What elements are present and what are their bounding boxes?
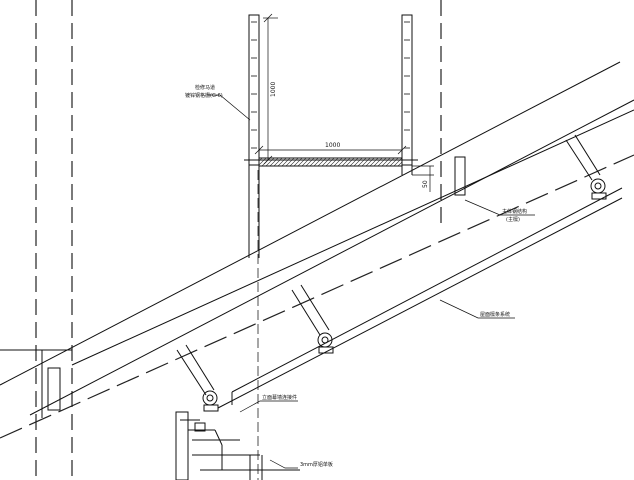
purlin-channel <box>217 187 623 409</box>
leader-lines <box>208 94 535 469</box>
offset-dimension <box>412 165 434 192</box>
grating-deck <box>258 157 403 167</box>
main-structure-label-line2: (主檩) <box>506 216 520 223</box>
purlin-bracket-3 <box>565 134 607 200</box>
curtain-wall-connector-label: 立面幕墙连接件 <box>262 394 297 401</box>
bottom-panel-label: 3mm厚铝单板 <box>300 461 333 468</box>
height-dimension-label: 1000 <box>270 82 277 97</box>
width-dimension-label: 1000 <box>325 142 340 149</box>
offset-dimension-label: 50 <box>422 180 429 188</box>
catwalk-frame <box>244 14 418 258</box>
right-column <box>454 156 466 196</box>
roof-outline <box>0 61 634 416</box>
curtain-wall-node <box>175 411 300 480</box>
roof-purlin-label: 屋面檩条系统 <box>480 311 510 318</box>
catwalk-label-line1: 检修马道 <box>195 84 215 91</box>
height-dimension <box>263 13 278 165</box>
catwalk-label-line2: 镀锌钢格栅(G-6) <box>185 92 223 99</box>
purlin-bracket-1 <box>176 344 219 412</box>
width-dimension <box>254 145 407 155</box>
main-structure-label-line1: 主体钢结构 <box>502 208 527 215</box>
left-column <box>41 350 61 418</box>
